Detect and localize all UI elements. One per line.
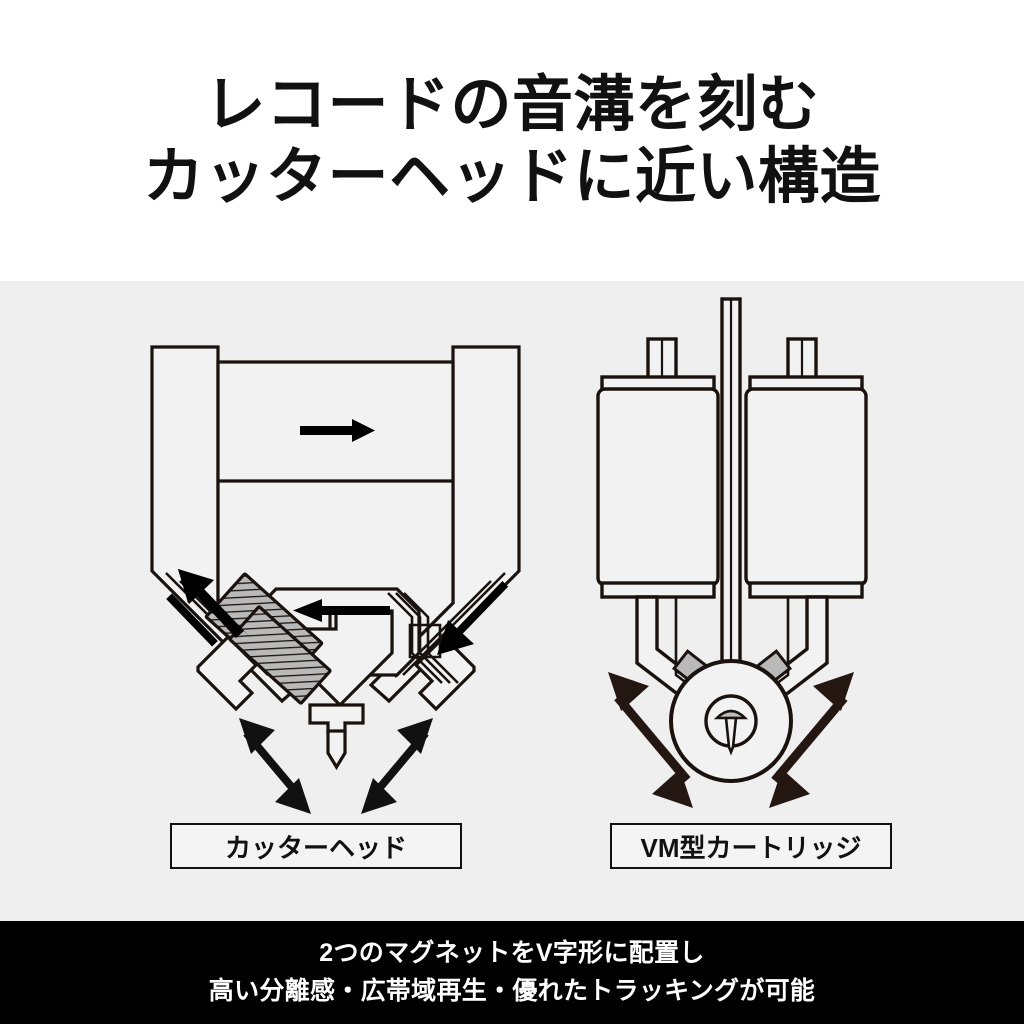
arrow-left-icon [293, 599, 390, 622]
cartridge-left-bottom-plate [600, 581, 716, 599]
caption-line-2: 高い分離感・広帯域再生・優れたトラッキングが可能 [208, 976, 816, 1005]
cutter-stylus-tip [326, 729, 347, 771]
arrow-up-left-icon [166, 569, 252, 647]
cutter-magnet-block [204, 572, 332, 705]
cutter-right-rail-1 [402, 572, 506, 676]
label-vm-cartridge-text: VM型カートリッジ [640, 832, 862, 863]
label-cutter-head-text: カッターヘッド [224, 832, 407, 863]
arrow-right-icon [300, 419, 375, 442]
diagram-band [0, 281, 1024, 921]
cutter-wire-loop [408, 623, 442, 659]
cutter-wire-3 [403, 592, 459, 684]
caption-line-1: 2つのマグネットをV字形に配置し [319, 939, 705, 967]
cutter-right-arm [368, 345, 521, 704]
page-title-line-2: カッターヘッドに近い構造 [142, 141, 881, 210]
cartridge-right-bottom-plate [748, 581, 864, 599]
cutter-head-diagram [150, 345, 521, 814]
double-arrow-down-right-icon [361, 718, 433, 814]
title-band: レコードの音溝を刻む カッターヘッドに近い構造 [0, 0, 1024, 281]
caption-band: 2つのマグネットをV字形に配置し 高い分離感・広帯域再生・優れたトラッキングが可… [0, 921, 1024, 1024]
stylus-icon [713, 709, 749, 756]
double-arrow-down-left-icon [608, 672, 693, 808]
cartridge-hub [669, 659, 793, 783]
label-cutter-head: カッターヘッド [170, 823, 462, 869]
double-arrow-down-left-icon [239, 718, 311, 814]
double-arrow-down-right-icon [769, 672, 854, 808]
arrow-down-left-icon [437, 581, 509, 655]
page-title-line-1: レコードの音溝を刻む [204, 69, 820, 138]
label-vm-cartridge: VM型カートリッジ [610, 823, 892, 869]
vm-cartridge-diagram [596, 297, 868, 808]
cutter-wire-2 [395, 592, 451, 684]
cartridge-left-coil [596, 387, 720, 587]
cutter-wire-1 [387, 592, 443, 684]
cutter-right-rail-2 [394, 580, 492, 678]
cartridge-right-coil [744, 387, 868, 587]
